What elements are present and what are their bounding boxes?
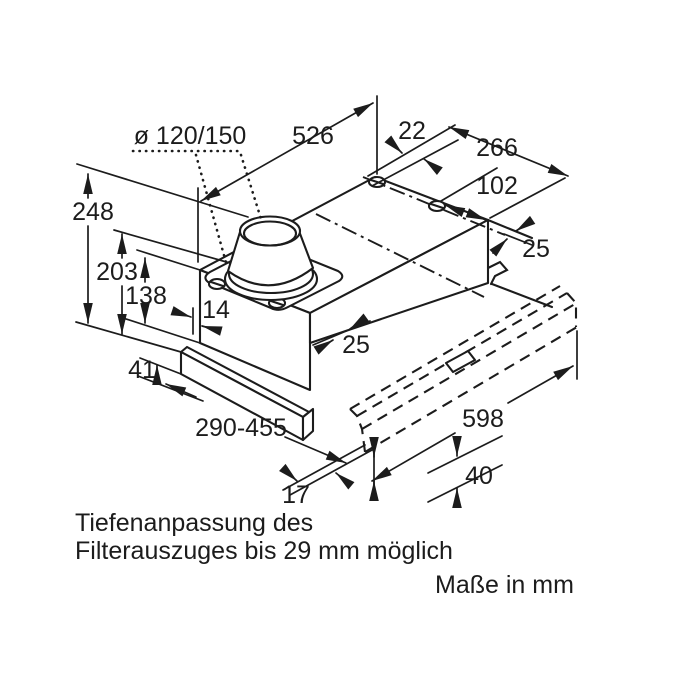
duct-leader-2 xyxy=(239,153,264,224)
mount-bracket xyxy=(486,260,509,286)
label-203: 203 xyxy=(96,258,138,286)
label-41: 41 xyxy=(128,356,156,384)
label-102: 102 xyxy=(476,172,518,200)
drawer-handle-slot xyxy=(444,349,477,374)
units-note: Maße in mm xyxy=(435,571,574,599)
caption-line-2: Filterauszuges bis 29 mm möglich xyxy=(75,537,453,565)
label-25-top: 25 xyxy=(522,235,550,263)
label-266: 266 xyxy=(476,134,518,162)
drawer-rail xyxy=(490,282,554,309)
label-248: 248 xyxy=(72,198,114,226)
front-strip xyxy=(179,345,315,442)
dimension-labels: ø 120/150 526 22 266 102 25 248 203 138 … xyxy=(72,117,550,509)
centerline-screws xyxy=(362,176,506,236)
label-17: 17 xyxy=(282,481,310,509)
caption: Tiefenanpassung des Filterauszuges bis 2… xyxy=(75,509,574,599)
label-14: 14 xyxy=(202,296,230,324)
label-526: 526 xyxy=(292,122,334,150)
label-duct-diameter: ø 120/150 xyxy=(134,122,247,150)
hood-front-face xyxy=(308,218,490,345)
pullout-drawer xyxy=(349,285,578,453)
label-25-front: 25 xyxy=(342,331,370,359)
label-290-455: 290-455 xyxy=(195,414,287,442)
label-598: 598 xyxy=(462,405,504,433)
duct-collar xyxy=(204,215,344,311)
label-138: 138 xyxy=(125,282,167,310)
caption-line-1: Tiefenanpassung des xyxy=(75,509,313,537)
centerline-top xyxy=(315,213,485,298)
label-22: 22 xyxy=(398,117,426,145)
dimension-lines xyxy=(75,95,578,508)
duct-leader-1 xyxy=(194,153,229,268)
label-40: 40 xyxy=(465,462,493,490)
